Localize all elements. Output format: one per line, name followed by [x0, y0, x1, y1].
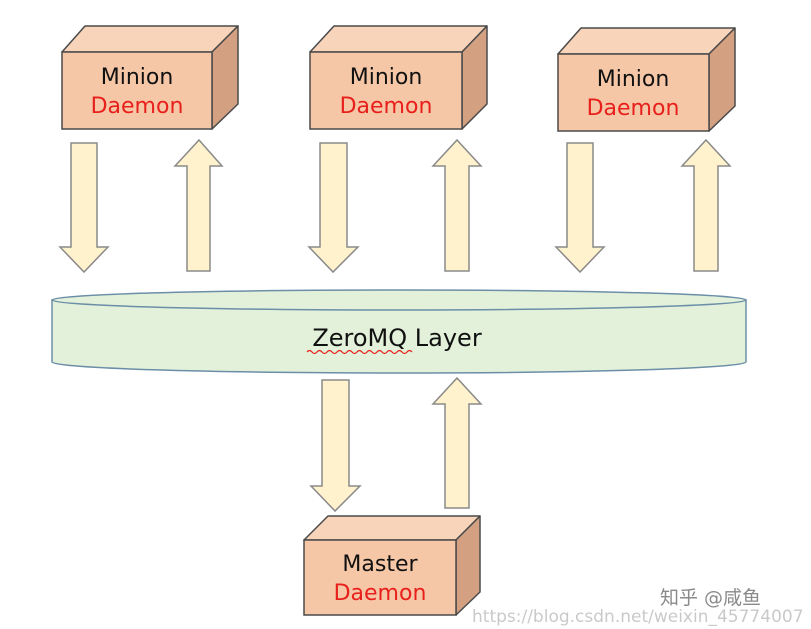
minion-center-subtitle: Daemon: [340, 94, 433, 119]
minion-box-left: Minion Daemon: [61, 25, 239, 130]
up-arrow-icon: [431, 138, 483, 272]
zeromq-layer: ZeroMQ Layer: [51, 289, 747, 374]
up-arrow-icon: [431, 376, 483, 509]
minion-left-title: Minion: [101, 65, 174, 90]
minion-center-title: Minion: [350, 65, 423, 90]
up-arrow-icon: [173, 138, 224, 272]
down-arrow-icon: [309, 379, 362, 513]
csdn-watermark-url: https://blog.csdn.net/weixin_45774007: [472, 607, 804, 627]
minion-box-right: Minion Daemon: [557, 27, 736, 132]
zhihu-watermark: 知乎 @咸鱼: [660, 587, 761, 609]
minion-box-center: Minion Daemon: [309, 25, 488, 130]
master-subtitle: Daemon: [334, 581, 427, 606]
down-arrow-icon: [554, 142, 606, 274]
down-arrow-icon: [307, 142, 360, 274]
minion-left-subtitle: Daemon: [91, 94, 184, 119]
up-arrow-icon: [680, 138, 732, 272]
minion-right-subtitle: Daemon: [587, 96, 680, 121]
spellcheck-underline: [306, 349, 413, 355]
master-box: Master Daemon: [303, 515, 481, 616]
zeromq-layer-label: ZeroMQ Layer: [312, 324, 482, 352]
minion-right-title: Minion: [597, 67, 670, 92]
master-title: Master: [342, 552, 418, 577]
down-arrow-icon: [58, 142, 110, 274]
